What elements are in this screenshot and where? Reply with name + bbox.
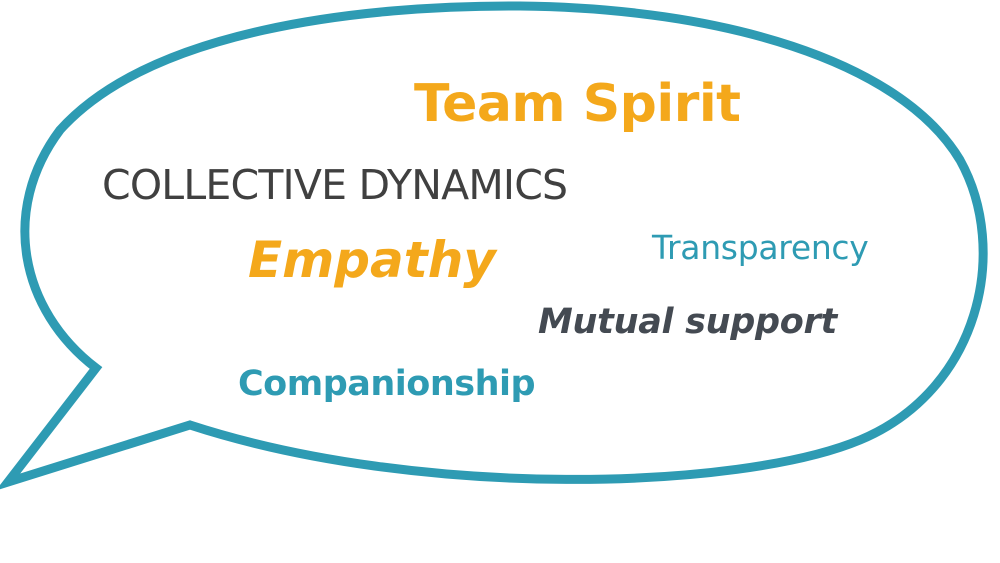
word-collective-dynamics: COLLECTIVE DYNAMICS	[102, 161, 568, 209]
speech-bubble-outline	[0, 1, 988, 490]
word-transparency: Transparency	[652, 228, 869, 267]
word-empathy: Empathy	[248, 231, 496, 289]
word-mutual-support: Mutual support	[538, 302, 837, 342]
word-team-spirit: Team Spirit	[414, 74, 741, 134]
word-companionship: Companionship	[238, 364, 536, 404]
